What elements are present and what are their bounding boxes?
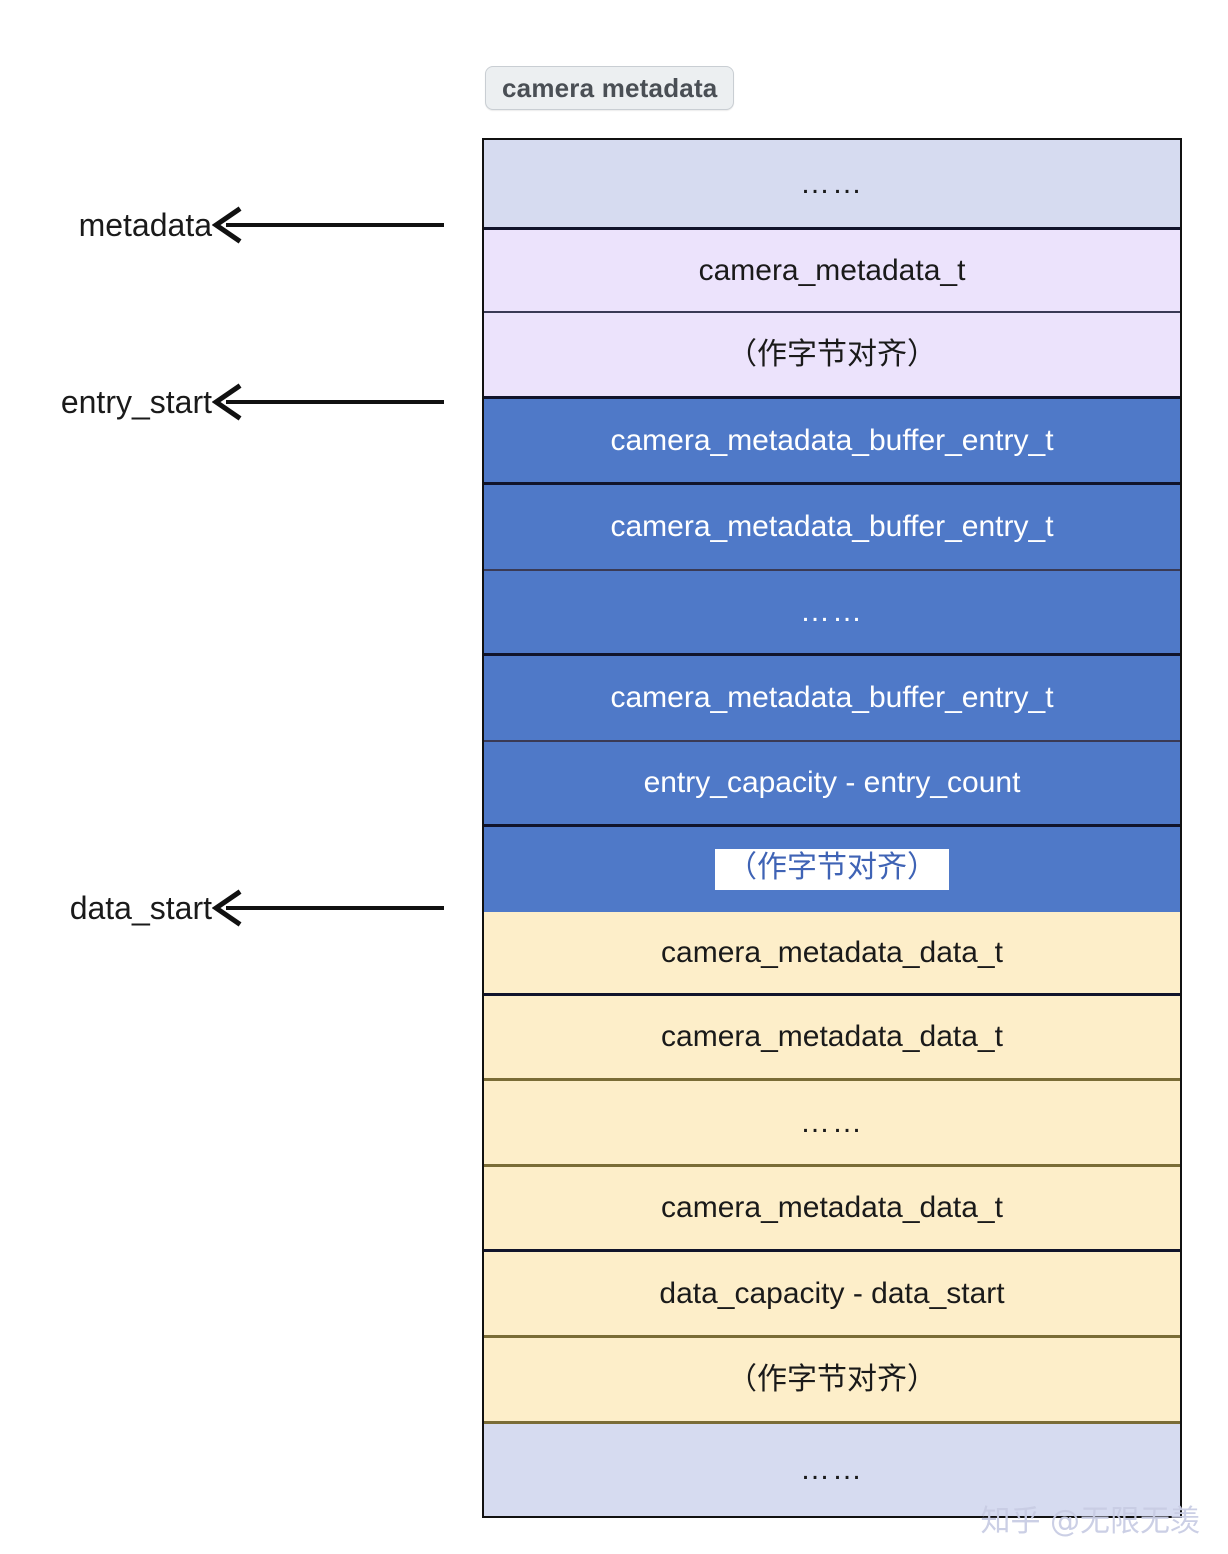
memory-row-bottom-ellipsis: …… — [484, 1424, 1180, 1516]
memory-row-label: …… — [800, 1105, 864, 1139]
memory-row-label: camera_metadata_data_t — [661, 1191, 1003, 1224]
memory-layout-stack: …… camera_metadata_t （作字节对齐） camera_metadat… — [482, 138, 1182, 1518]
memory-row-label: （作字节对齐） — [727, 1362, 937, 1396]
memory-row-align-entry: （作字节对齐） — [484, 827, 1180, 912]
pointer-label-metadata: metadata — [78, 206, 212, 243]
memory-row-camera-metadata-t: camera_metadata_t — [484, 230, 1180, 313]
memory-row-label: data_capacity - data_start — [659, 1276, 1005, 1310]
memory-row-entry-ellipsis: …… — [484, 571, 1180, 656]
memory-row-data-2: camera_metadata_data_t — [484, 996, 1180, 1081]
memory-row-data-3: camera_metadata_data_t — [484, 1167, 1180, 1252]
memory-row-align-header: （作字节对齐） — [484, 313, 1180, 399]
memory-row-label: camera_metadata_buffer_entry_t — [610, 510, 1054, 543]
memory-row-label: …… — [800, 595, 864, 628]
memory-row-entry-2: camera_metadata_buffer_entry_t — [484, 485, 1180, 571]
pointer-metadata: metadata — [52, 205, 444, 245]
memory-row-data-1: camera_metadata_data_t — [484, 912, 1180, 996]
pointer-label-data_start: data_start — [69, 889, 212, 926]
memory-row-align-data: （作字节对齐） — [484, 1338, 1180, 1424]
diagram-title: camera metadata — [502, 72, 718, 103]
pointer-arrow-metadata — [212, 206, 444, 244]
memory-row-label: entry_capacity - entry_count — [643, 766, 1021, 799]
diagram-title-badge: camera metadata — [485, 66, 735, 110]
memory-row-label: camera_metadata_t — [698, 253, 966, 287]
memory-row-data-capacity: data_capacity - data_start — [484, 1252, 1180, 1338]
pointer-data_start: data_start — [66, 888, 444, 928]
pointer-arrow-entry_start — [212, 383, 444, 421]
memory-row-label: camera_metadata_data_t — [661, 1020, 1003, 1053]
memory-row-data-ellipsis: …… — [484, 1081, 1180, 1167]
pointer-arrow-data_start — [212, 889, 444, 927]
memory-row-label: …… — [800, 1453, 864, 1486]
memory-row-entry-capacity: entry_capacity - entry_count — [484, 742, 1180, 827]
memory-row-entry-1: camera_metadata_buffer_entry_t — [484, 399, 1180, 485]
memory-row-label: （作字节对齐） — [715, 849, 949, 890]
pointer-label-entry_start: entry_start — [60, 383, 212, 420]
pointer-entry_start: entry_start — [52, 382, 444, 422]
memory-row-label: camera_metadata_buffer_entry_t — [610, 681, 1054, 714]
memory-row-label: （作字节对齐） — [727, 337, 937, 371]
memory-row-top-ellipsis: …… — [484, 140, 1180, 230]
memory-row-label: …… — [800, 166, 864, 200]
memory-row-label: camera_metadata_data_t — [661, 935, 1003, 969]
memory-row-entry-3: camera_metadata_buffer_entry_t — [484, 656, 1180, 742]
memory-row-label: camera_metadata_buffer_entry_t — [610, 423, 1054, 457]
